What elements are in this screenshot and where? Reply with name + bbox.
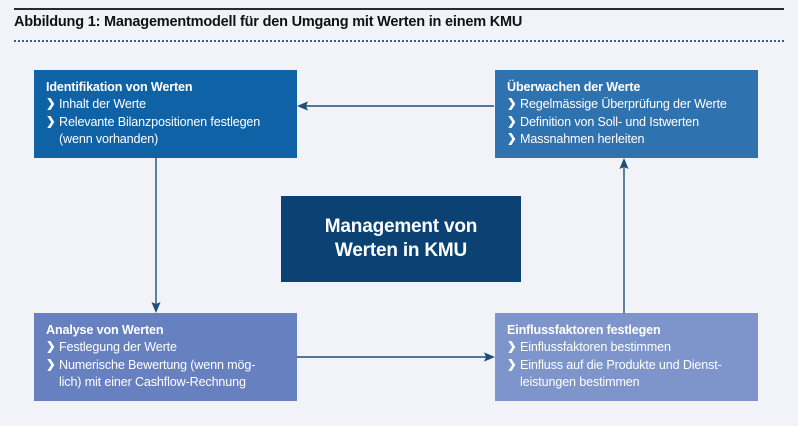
arrow-analyse-to-einfluss [297,351,495,363]
box-ueberwachen-title: Überwachen der Werte [507,80,641,94]
chevron-right-icon: ❯ [46,98,56,110]
box-einflussfaktoren-festlegen: Einflussfaktoren festlegen ❯ Einflussfak… [495,313,758,401]
list-item-line1: Einflussfaktoren bestimmen [520,340,671,354]
title-rule-top [14,8,784,10]
box-identifikation-von-werten: Identifikation von Werten ❯ Inhalt der W… [34,70,297,158]
arrow-einfluss-to-ueberwachen [618,158,630,313]
box-einfluss-title: Einflussfaktoren festlegen [507,323,661,337]
chevron-right-icon: ❯ [507,133,517,145]
list-item-line1: Inhalt der Werte [59,97,146,111]
list-item-line2: lich) mit einer Cashflow-Rechnung [59,375,246,389]
list-item-line2: (wenn vorhanden) [59,132,159,146]
list-item-line1: Numerische Bewertung (wenn mög- [59,357,256,372]
list-item: ❯ Einflussfaktoren bestimmen [507,339,746,357]
box-ueberwachen-der-werte: Überwachen der Werte ❯ Regelmässige Über… [495,70,758,158]
chevron-right-icon: ❯ [46,358,56,371]
list-item: ❯ Numerische Bewertung (wenn mög- lich) … [46,357,285,392]
box-management-von-werten-in-kmu: Management von Werten in KMU [281,196,521,282]
title-rule-bottom [14,40,784,42]
chevron-right-icon: ❯ [507,115,517,128]
box-identifikation-title: Identifikation von Werten [46,80,193,94]
list-item: ❯ Einfluss auf die Produkte und Dienst- … [507,357,746,392]
arrow-identifikation-to-analyse [150,158,162,313]
chevron-right-icon: ❯ [507,341,517,353]
list-item-line1: Definition von Soll- und Istwerten [520,114,700,129]
list-item-line1: Festlegung der Werte [59,340,177,354]
list-item: ❯ Relevante Bilanzpositionen festlegen (… [46,114,285,149]
list-item: ❯ Regelmässige Überprüfung der Werte [507,96,746,114]
list-item: ❯ Definition von Soll- und Istwerten [507,114,746,132]
chevron-right-icon: ❯ [507,358,517,371]
list-item: ❯ Massnahmen herleiten [507,131,746,149]
box-analyse-von-werten: Analyse von Werten ❯ Festlegung der Wert… [34,313,297,401]
list-item-line2: leistungen bestimmen [520,375,640,389]
chevron-right-icon: ❯ [507,98,517,110]
list-item: ❯ Festlegung der Werte [46,339,285,357]
list-item-line1: Einfluss auf die Produkte und Dienst- [520,357,722,372]
box-einfluss-list: ❯ Einflussfaktoren bestimmen ❯ Einfluss … [507,339,746,392]
center-box-text: Management von Werten in KMU [324,215,478,263]
center-box-line2: Werten in KMU [334,240,468,261]
list-item-line1: Massnahmen herleiten [520,132,645,146]
box-identifikation-list: ❯ Inhalt der Werte ❯ Relevante Bilanzpos… [46,96,285,149]
list-item: ❯ Inhalt der Werte [46,96,285,114]
list-item-line1: Relevante Bilanzpositionen festlegen [59,114,261,129]
list-item-line1: Regelmässige Überprüfung der Werte [520,97,727,111]
arrow-ueberwachen-to-identifikation [297,100,495,112]
center-box-line1: Management von [324,216,478,237]
box-ueberwachen-list: ❯ Regelmässige Überprüfung der Werte ❯ D… [507,96,746,149]
chevron-right-icon: ❯ [46,115,56,128]
box-analyse-title: Analyse von Werten [46,323,164,337]
chevron-right-icon: ❯ [46,341,56,353]
box-analyse-list: ❯ Festlegung der Werte ❯ Numerische Bewe… [46,339,285,392]
figure-title: Abbildung 1: Managementmodell für den Um… [14,14,523,30]
